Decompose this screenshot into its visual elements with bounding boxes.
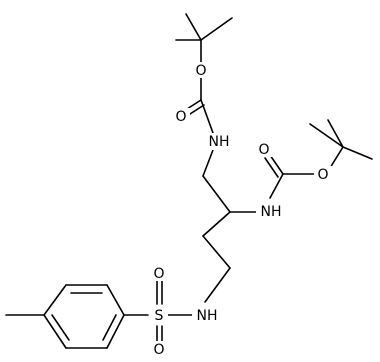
bond-ch-ch2b <box>202 211 231 237</box>
atom-boc2-nh: NH <box>261 204 282 220</box>
bond-ch2c-n3 <box>204 267 231 303</box>
bond-n-ch2 <box>202 149 214 177</box>
bond-tbu2-c2 <box>327 119 344 148</box>
atom-sulfonyl-lower-oxygen: O <box>153 342 164 358</box>
atom-labels: O O NH O O NH O S NH O <box>150 62 332 358</box>
bond-c-n-carbamate1 <box>200 99 214 134</box>
bond-tbu2-c1 <box>309 123 344 148</box>
bond-tbu1-c3 <box>200 17 233 41</box>
bonds <box>5 13 373 349</box>
bond-ch2b-ch2c <box>202 235 231 269</box>
atom-boc2-ether-oxygen: O <box>317 167 328 183</box>
atom-sulfonamide-nh: NH <box>197 308 218 324</box>
bond-ring-3 <box>43 284 67 316</box>
bond-ring-4 <box>43 314 67 349</box>
atom-sulfonyl-upper-oxygen: O <box>153 266 164 282</box>
bond-ring-inner-2 <box>51 314 70 341</box>
bond-ring-1 <box>106 284 125 316</box>
atom-boc1-ether-oxygen: O <box>195 63 206 79</box>
atom-sulfur: S <box>155 308 164 324</box>
bond-c-o-double1b <box>189 104 205 115</box>
bond-tbu2-c3 <box>342 146 373 160</box>
bond-ch2-ch <box>202 175 231 213</box>
atom-boc1-carbonyl-oxygen: O <box>175 109 186 125</box>
bond-ring-inner-3 <box>102 314 117 341</box>
bond-o-tbu2 <box>329 146 344 169</box>
bond-c-o-double1a <box>186 99 202 110</box>
bond-ring-6 <box>106 314 125 349</box>
bond-c-o-double2a <box>269 154 284 175</box>
bond-tbu1-c1 <box>185 13 202 41</box>
bond-n2-c-carbamate2 <box>269 173 284 199</box>
bond-c-o-double2b <box>264 157 279 178</box>
atom-boc1-nh: NH <box>209 134 230 150</box>
atom-boc2-carbonyl-oxygen: O <box>258 142 269 158</box>
